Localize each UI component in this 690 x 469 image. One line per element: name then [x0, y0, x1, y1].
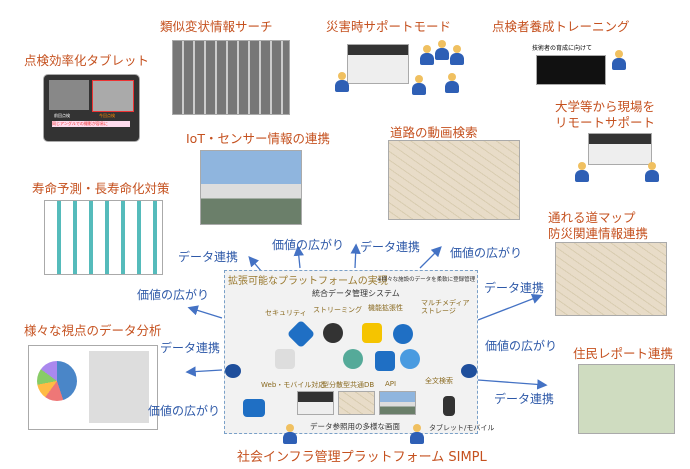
bridge-photo: [200, 150, 302, 225]
similar-search-screenshot: [172, 40, 290, 115]
screen-thumb: [379, 391, 416, 415]
flow-data-link: データ連携: [160, 341, 221, 355]
flow-data-link: データ連携: [484, 281, 545, 295]
feature-tablet-title: 点検効率化タブレット: [24, 53, 150, 68]
worker-icon: [645, 162, 659, 182]
platform-note: ※様々な施設のデータを柔軟に登録管理: [377, 277, 476, 283]
arrow: [248, 256, 263, 273]
label-multimedia-2: ストレージ: [421, 307, 456, 315]
browser-icon: [243, 399, 265, 417]
streaming-icon: [323, 323, 343, 343]
feature-life-prediction-title: 寿命予測・長寿命化対策: [32, 181, 170, 196]
label-db: 型分散型共通DB: [322, 381, 375, 389]
road-video-screenshot: [388, 140, 520, 220]
worker-icon: [335, 72, 349, 92]
flow-value-spread: 価値の広がり: [137, 288, 210, 302]
dashboard-screenshot: [44, 200, 163, 275]
label-extensibility: 機能拡張性: [368, 304, 403, 312]
flow-data-link: データ連携: [360, 240, 421, 254]
platform-header: 拡張可能なプラットフォームの実現: [228, 276, 388, 287]
feature-remote-title-2: リモートサポート: [555, 115, 656, 130]
feature-similar-search-title: 類似変状情報サーチ: [160, 19, 273, 34]
training-video: [536, 55, 606, 85]
label-fulltext: 全文検索: [425, 377, 453, 385]
arrow: [350, 243, 361, 269]
arrow: [187, 305, 223, 319]
arrow: [477, 379, 548, 390]
feature-passable-map-title-1: 通れる道マップ: [548, 210, 636, 225]
flow-data-link: データ連携: [178, 250, 239, 264]
db-icon: [343, 349, 363, 369]
tablet-image: 前回点検 今回点検 同じアングルでの撮影が容易に: [43, 74, 140, 142]
flow-data-link: データ連携: [494, 392, 555, 406]
label-tablet-mobile: タブレット/モバイル: [429, 424, 495, 432]
tablet-caption: 同じアングルでの撮影が容易に: [52, 121, 130, 127]
operator-icon: [412, 75, 426, 95]
feature-analysis-title: 様々な視点のデータ分析: [24, 323, 162, 338]
curr-label: 今回点検: [99, 113, 115, 118]
label-api: API: [385, 380, 397, 388]
flow-value-spread: 価値の広がり: [485, 339, 558, 353]
arrow: [185, 366, 223, 377]
label-screens: データ参照用の多様な画面: [310, 422, 400, 431]
platform-title: 社会インフラ管理プラットフォーム SIMPL: [237, 450, 487, 465]
flow-value-spread: 価値の広がり: [148, 404, 221, 418]
worker-icon: [450, 45, 464, 65]
japan-map: [89, 351, 149, 423]
passable-map: [555, 242, 667, 316]
feature-remote-title-1: 大学等から現場を: [555, 99, 656, 114]
flow-value-spread: 価値の広がり: [450, 246, 523, 260]
resident-map: [578, 364, 675, 434]
label-web-mobile: Web・モバイル対応: [261, 381, 326, 389]
screen-thumb: [297, 391, 334, 415]
label-multimedia-1: マルチメディア: [421, 299, 470, 307]
feature-road-video-title: 道路の動画検索: [390, 125, 478, 140]
security-icon: [286, 319, 316, 349]
arrow: [477, 293, 543, 321]
arrow: [293, 245, 304, 269]
disaster-screenshot: [347, 44, 409, 84]
analysis-screenshot: [28, 345, 158, 430]
worker-icon: [435, 40, 449, 60]
worker-icon: [410, 424, 424, 444]
router-icon: [225, 364, 241, 378]
router-icon: [461, 364, 477, 378]
remote-screenshot: [588, 133, 652, 165]
feature-disaster-mode-title: 災害時サポートモード: [326, 19, 452, 34]
flow-value-spread: 価値の広がり: [272, 238, 345, 252]
screen-thumb: [338, 391, 375, 415]
feature-passable-map-title-2: 防災関連情報連携: [548, 226, 649, 241]
storage-icon: [393, 324, 413, 344]
worker-icon: [283, 424, 297, 444]
platform-box: 拡張可能なプラットフォームの実現 ※様々な施設のデータを柔軟に登録管理 統合デー…: [224, 270, 494, 434]
pie-chart-icon: [37, 361, 77, 401]
web-mobile-icon: [275, 349, 295, 369]
trainer-icon: [612, 50, 626, 70]
label-streaming: ストリーミング: [313, 306, 362, 314]
worker-icon: [420, 45, 434, 65]
feature-resident-report-title: 住民レポート連携: [573, 346, 674, 361]
training-caption: 技術者の育成に向けて: [532, 45, 593, 52]
feature-iot-title: IoT・センサー情報の連携: [186, 131, 330, 146]
prev-label: 前回点検: [54, 113, 70, 118]
operator-icon: [445, 73, 459, 93]
system-title: 統合データ管理システム: [312, 289, 400, 298]
api-icon: [375, 351, 395, 371]
arrow: [419, 246, 442, 269]
worker-icon: [575, 162, 589, 182]
label-security: セキュリティ: [265, 309, 307, 317]
search-icon: [400, 349, 420, 369]
extensibility-icon: [362, 323, 382, 343]
mobile-icon: [443, 396, 455, 416]
feature-training-title: 点検者養成トレーニング: [492, 19, 630, 34]
